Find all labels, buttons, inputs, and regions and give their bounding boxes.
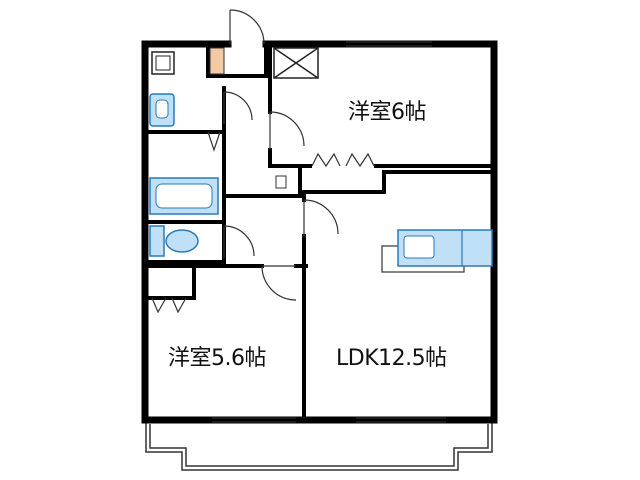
bath-doors bbox=[207, 91, 255, 258]
bedroom-south-door bbox=[261, 265, 297, 301]
bedroom-north-door bbox=[269, 111, 305, 150]
bathtub bbox=[149, 177, 219, 215]
windows bbox=[212, 41, 446, 423]
entry-door bbox=[229, 9, 265, 45]
balcony bbox=[145, 420, 493, 471]
closet-doors-south bbox=[151, 297, 187, 314]
closet-doors-north bbox=[311, 152, 375, 168]
room-label-ldk: LDK12.5帖 bbox=[336, 346, 447, 371]
pipe-space bbox=[209, 47, 225, 75]
storage-box bbox=[273, 47, 319, 79]
corridor-fixture bbox=[275, 175, 287, 189]
washbasin bbox=[149, 51, 175, 127]
toilet bbox=[149, 225, 199, 257]
kitchen bbox=[381, 229, 493, 273]
room-label-bedroom-north: 洋室6帖 bbox=[348, 100, 427, 125]
walls bbox=[141, 40, 498, 424]
ldk-door bbox=[303, 199, 339, 236]
room-label-bedroom-south: 洋室5.6帖 bbox=[168, 346, 267, 371]
